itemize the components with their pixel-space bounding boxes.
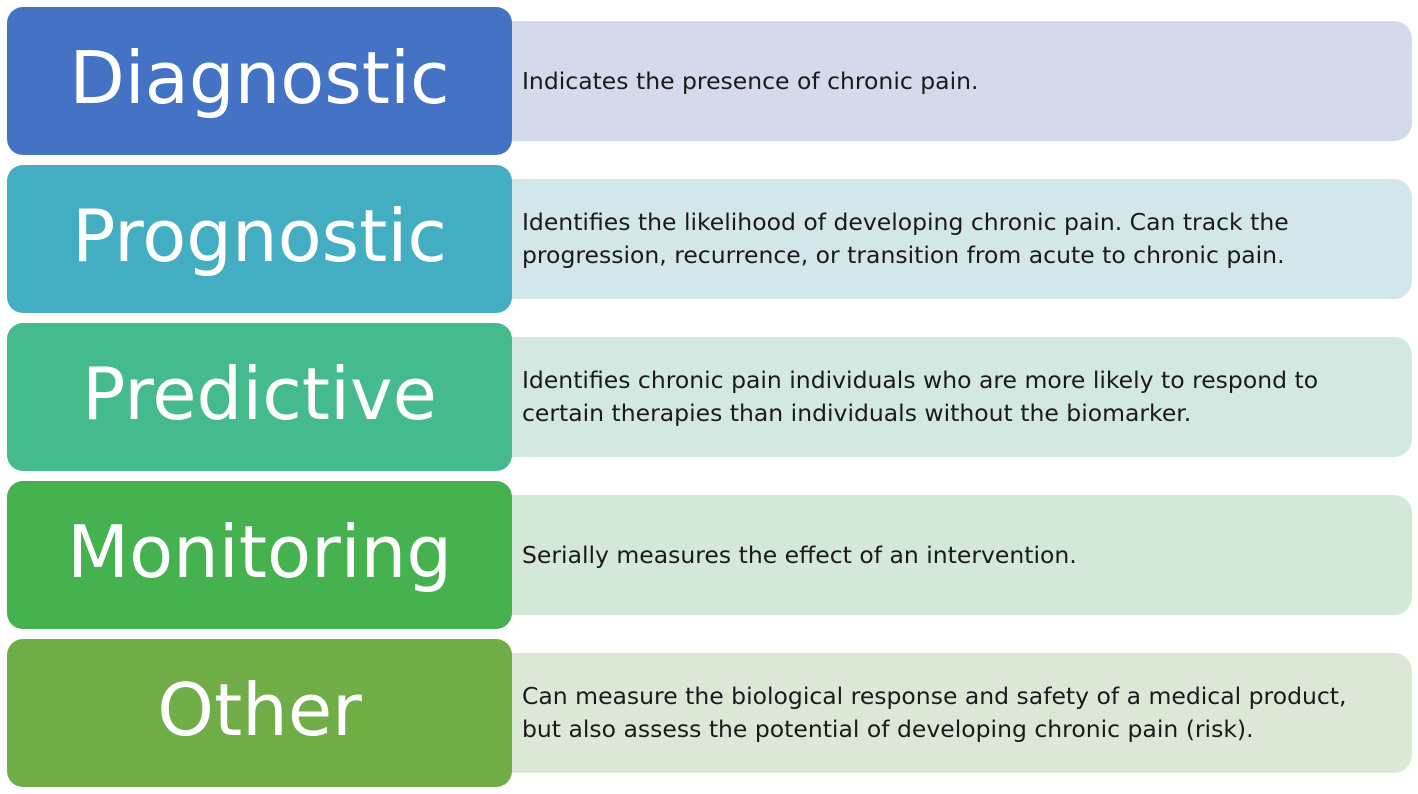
row-monitoring: Monitoring Serially measures the effect … [0,481,1418,631]
label-box-diagnostic: Diagnostic [7,7,512,155]
row-diagnostic: Diagnostic Indicates the presence of chr… [0,7,1418,157]
description-box-predictive: Identifies chronic pain individuals who … [490,337,1412,457]
label-predictive: Predictive [82,352,437,436]
description-monitoring: Serially measures the effect of an inter… [522,540,1077,569]
description-box-other: Can measure the biological response and … [490,653,1412,773]
label-box-predictive: Predictive [7,323,512,471]
label-prognostic: Prognostic [72,194,447,278]
description-box-monitoring: Serially measures the effect of an inter… [490,495,1412,615]
label-box-prognostic: Prognostic [7,165,512,313]
description-diagnostic: Indicates the presence of chronic pain. [522,66,979,95]
row-prognostic: Prognostic Identifies the likelihood of … [0,165,1418,315]
label-box-other: Other [7,639,512,787]
label-diagnostic: Diagnostic [69,36,450,120]
description-predictive: Identifies chronic pain individuals who … [522,366,1319,427]
label-other: Other [157,668,362,752]
description-box-diagnostic: Indicates the presence of chronic pain. [490,21,1412,141]
row-other: Other Can measure the biological respons… [0,639,1418,789]
description-prognostic: Identifies the likelihood of developing … [522,208,1289,269]
label-box-monitoring: Monitoring [7,481,512,629]
description-other: Can measure the biological response and … [522,682,1347,743]
description-box-prognostic: Identifies the likelihood of developing … [490,179,1412,299]
row-predictive: Predictive Identifies chronic pain indiv… [0,323,1418,473]
label-monitoring: Monitoring [66,510,453,594]
